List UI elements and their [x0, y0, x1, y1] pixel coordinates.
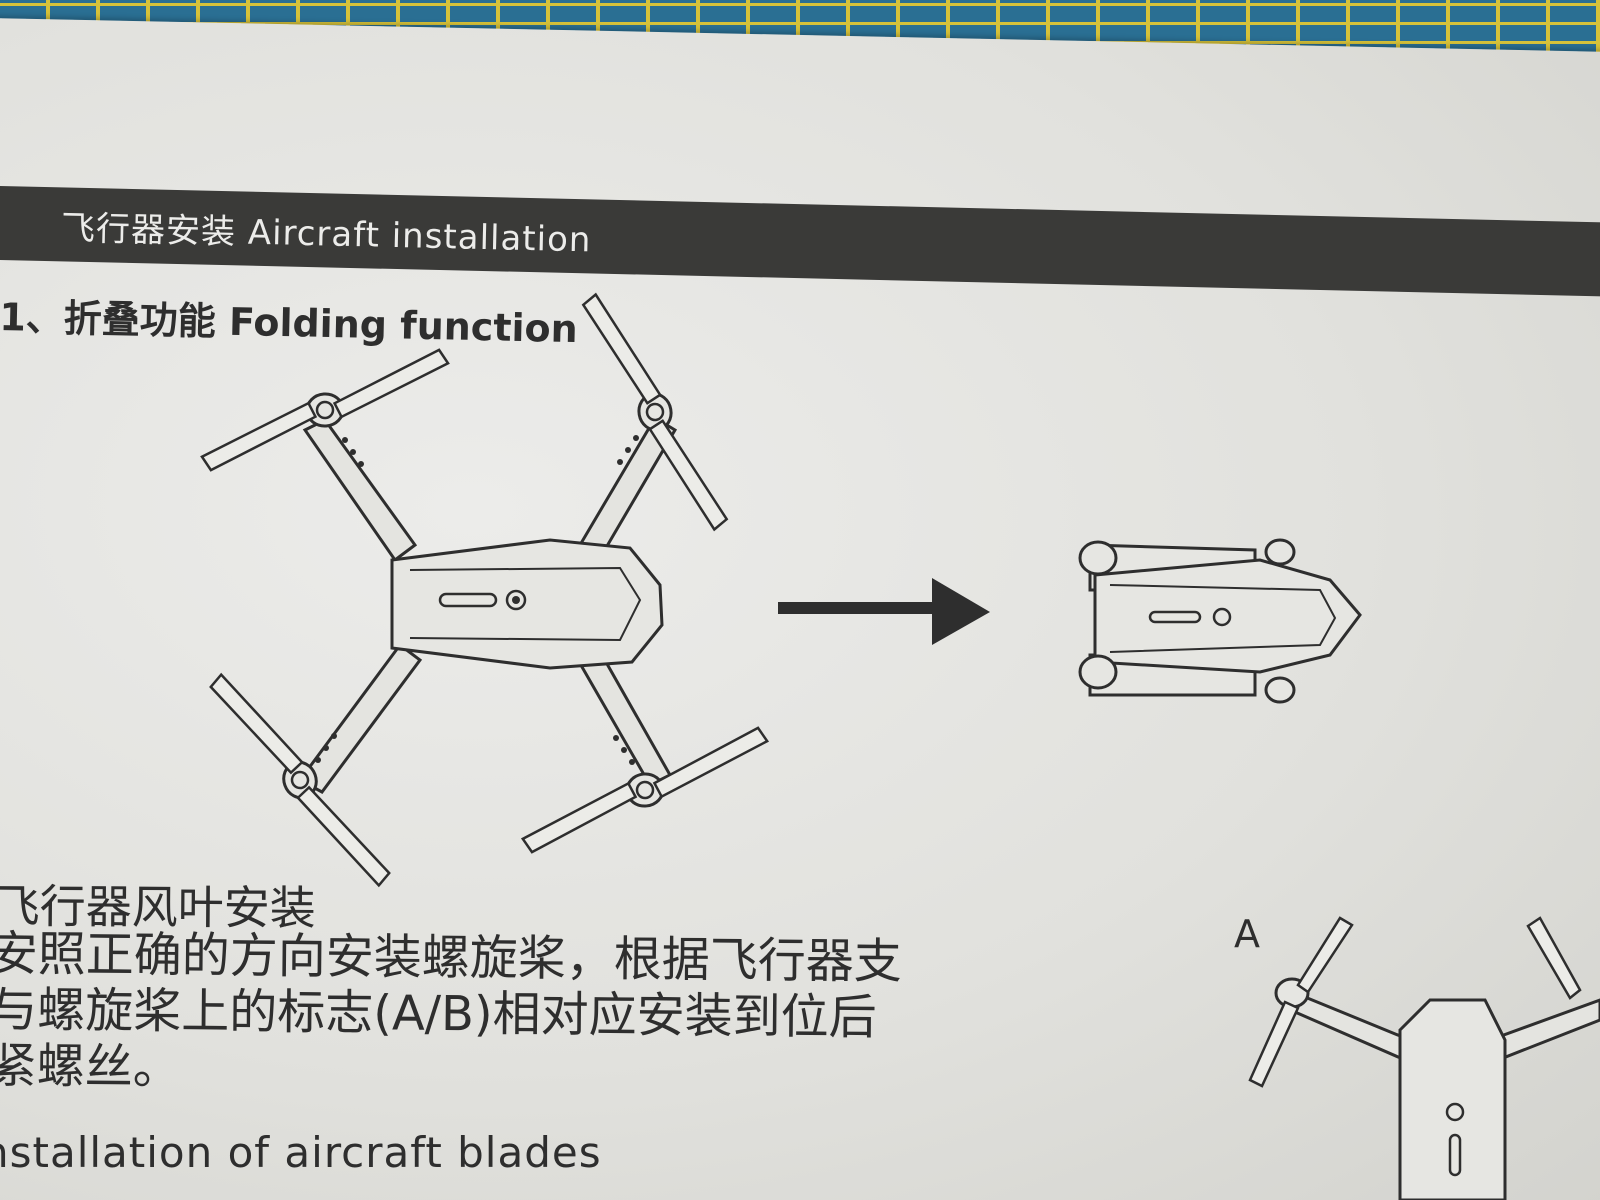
blades-en-title: nstallation of aircraft blades: [0, 1128, 602, 1177]
drone-partial-icon: [1248, 916, 1600, 1200]
drone-folded-icon: [1078, 538, 1362, 704]
instruction-line: 安照正确的方向安装螺旋桨，根据飞行器支: [0, 926, 902, 990]
drone-unfolded-icon: [194, 277, 777, 918]
instruction-line: 与螺旋桨上的标志(A/B)相对应安装到位后: [0, 981, 877, 1046]
instruction-line: 紧螺丝。: [0, 1037, 182, 1096]
arrow-right-icon: [778, 578, 990, 645]
blades-instructions: 安照正确的方向安装螺旋桨，根据飞行器支 与螺旋桨上的标志(A/B)相对应安装到位…: [0, 926, 902, 1102]
blade-label-a: A: [1234, 912, 1260, 956]
